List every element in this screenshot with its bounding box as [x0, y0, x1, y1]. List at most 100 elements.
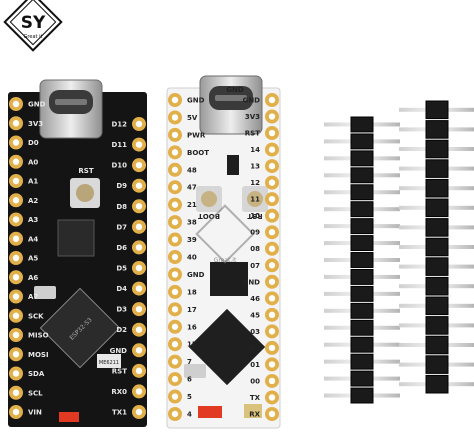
- black-left-pin-hole: [12, 177, 20, 185]
- black-right-pin-label: GND: [110, 347, 128, 355]
- black-left-pin-label: A3: [28, 216, 38, 224]
- white-right-pin-label: 02: [250, 344, 260, 352]
- white-right-pin-hole: [268, 229, 276, 236]
- white-left-pin-label: BOOT: [187, 149, 209, 157]
- black-right-pin-label: D10: [111, 162, 127, 170]
- white-left-pin-hole: [171, 358, 179, 365]
- black-right-pin-hole: [135, 367, 143, 375]
- black-right-pin-label: D9: [116, 182, 127, 190]
- right-header-body: [425, 257, 449, 276]
- left-header-body: [350, 133, 374, 150]
- black-right-pin-hole: [135, 347, 143, 354]
- black-left-pin-hole: [12, 235, 20, 242]
- black-left-pin-hole: [12, 389, 20, 396]
- black-left-pin-label: A4: [28, 235, 38, 243]
- white-right-pin-label: 45: [250, 311, 260, 319]
- white-left-pin-hole: [171, 410, 179, 418]
- white-left-pin-hole: [171, 166, 179, 173]
- white-left-pin-hole: [171, 253, 179, 261]
- white-left-pin-hole: [171, 96, 179, 104]
- black-right-pin-label: RST: [112, 367, 127, 375]
- white-right-pin-hole: [268, 162, 276, 170]
- black-left-pin-label: SCL: [28, 389, 43, 397]
- black-right-pin-hole: [135, 161, 143, 169]
- white-left-pin-label: GND: [187, 271, 205, 279]
- black-right-pin-hole: [135, 223, 143, 231]
- white-left-pin-label: 7: [187, 358, 192, 366]
- white-right-pin-label: RST: [245, 130, 260, 138]
- black-board: RST ESP32-S3 ME6211: [8, 79, 147, 427]
- black-left-pin-hole: [12, 158, 20, 165]
- white-left-pin-label: 17: [187, 306, 197, 314]
- white-right-pin-label: 3V3: [245, 113, 260, 121]
- black-right-pin-label: D4: [116, 285, 127, 293]
- esp32-chip-white: [188, 308, 266, 386]
- white-right-pin-hole: [268, 129, 276, 137]
- white-left-pin-hole: [171, 375, 179, 383]
- black-right-pin-label: D3: [116, 306, 127, 314]
- antenna-pad: [244, 404, 262, 418]
- left-header-body: [350, 252, 374, 268]
- white-left-pin-hole: [171, 288, 179, 296]
- right-header-body: [425, 355, 449, 374]
- white-left-pin-hole: [171, 184, 179, 191]
- white-right-pin-label: 08: [250, 245, 260, 253]
- right-header-body: [425, 178, 449, 198]
- crystal-white: [184, 364, 206, 378]
- white-left-pin-hole: [171, 149, 179, 156]
- black-left-pin-hole: [12, 197, 20, 204]
- black-right-pin-hole: [135, 264, 143, 272]
- white-right-pin-label: GND: [243, 278, 261, 286]
- right-header-body: [425, 296, 449, 316]
- gnd-silk: GND: [226, 86, 244, 94]
- white-right-pin-label: 12: [250, 179, 260, 187]
- white-left-pin-label: 15: [187, 341, 197, 349]
- black-left-pin-hole: [12, 274, 20, 281]
- rst-label-white: RST: [247, 212, 262, 220]
- black-right-pin-label: D7: [116, 223, 127, 231]
- black-right-pin-hole: [135, 141, 143, 148]
- right-header-body: [425, 335, 449, 355]
- black-right-pin-hole: [135, 285, 143, 292]
- black-right-pin-label: D12: [111, 121, 127, 129]
- logo-caption: Great it: [24, 34, 43, 40]
- black-left-pin-hole: [12, 312, 20, 319]
- left-header-body: [350, 218, 374, 235]
- white-right-pin-hole: [268, 245, 276, 252]
- black-left-pin-label: MISO: [28, 332, 49, 340]
- black-right-pin-hole: [135, 408, 143, 416]
- white-left-pin-label: 5V: [187, 114, 198, 122]
- black-left-pin-hole: [12, 408, 20, 416]
- left-header-body: [350, 319, 374, 336]
- black-left-pin-hole: [12, 216, 20, 223]
- white-right-pin-label: 00: [250, 377, 260, 385]
- white-right-pin-label: 46: [250, 295, 260, 303]
- white-left-pin-label: 38: [187, 219, 197, 227]
- left-header-body: [350, 268, 374, 285]
- brand-logo: [3, 0, 63, 52]
- white-left-pin-label: 6: [187, 376, 192, 384]
- right-header-body: [425, 316, 449, 335]
- black-right-pin-hole: [135, 326, 143, 333]
- left-header-body: [350, 370, 374, 387]
- white-right-pin-label: 07: [250, 262, 260, 270]
- black-right-pin-hole: [135, 305, 143, 313]
- white-right-pin-hole: [268, 146, 276, 153]
- power-led: [59, 412, 79, 422]
- white-right-pin-hole: [268, 212, 276, 219]
- black-left-pin-hole: [12, 351, 20, 358]
- white-right-pin-hole: [268, 361, 276, 368]
- right-header-body: [425, 237, 449, 257]
- regulator: [97, 354, 121, 368]
- white-left-pin-hole: [171, 393, 179, 400]
- led-white: [198, 406, 222, 418]
- white-right-pin-label: 13: [250, 163, 260, 171]
- black-left-pin-label: GND: [28, 101, 46, 109]
- black-right-pin-hole: [135, 120, 143, 128]
- white-left-pin-label: 18: [187, 288, 197, 296]
- white-right-pin-label: 10: [250, 212, 260, 220]
- left-header-body: [350, 167, 374, 184]
- black-left-pin-label: A5: [28, 255, 38, 263]
- black-left-pin-label: D0: [28, 139, 39, 147]
